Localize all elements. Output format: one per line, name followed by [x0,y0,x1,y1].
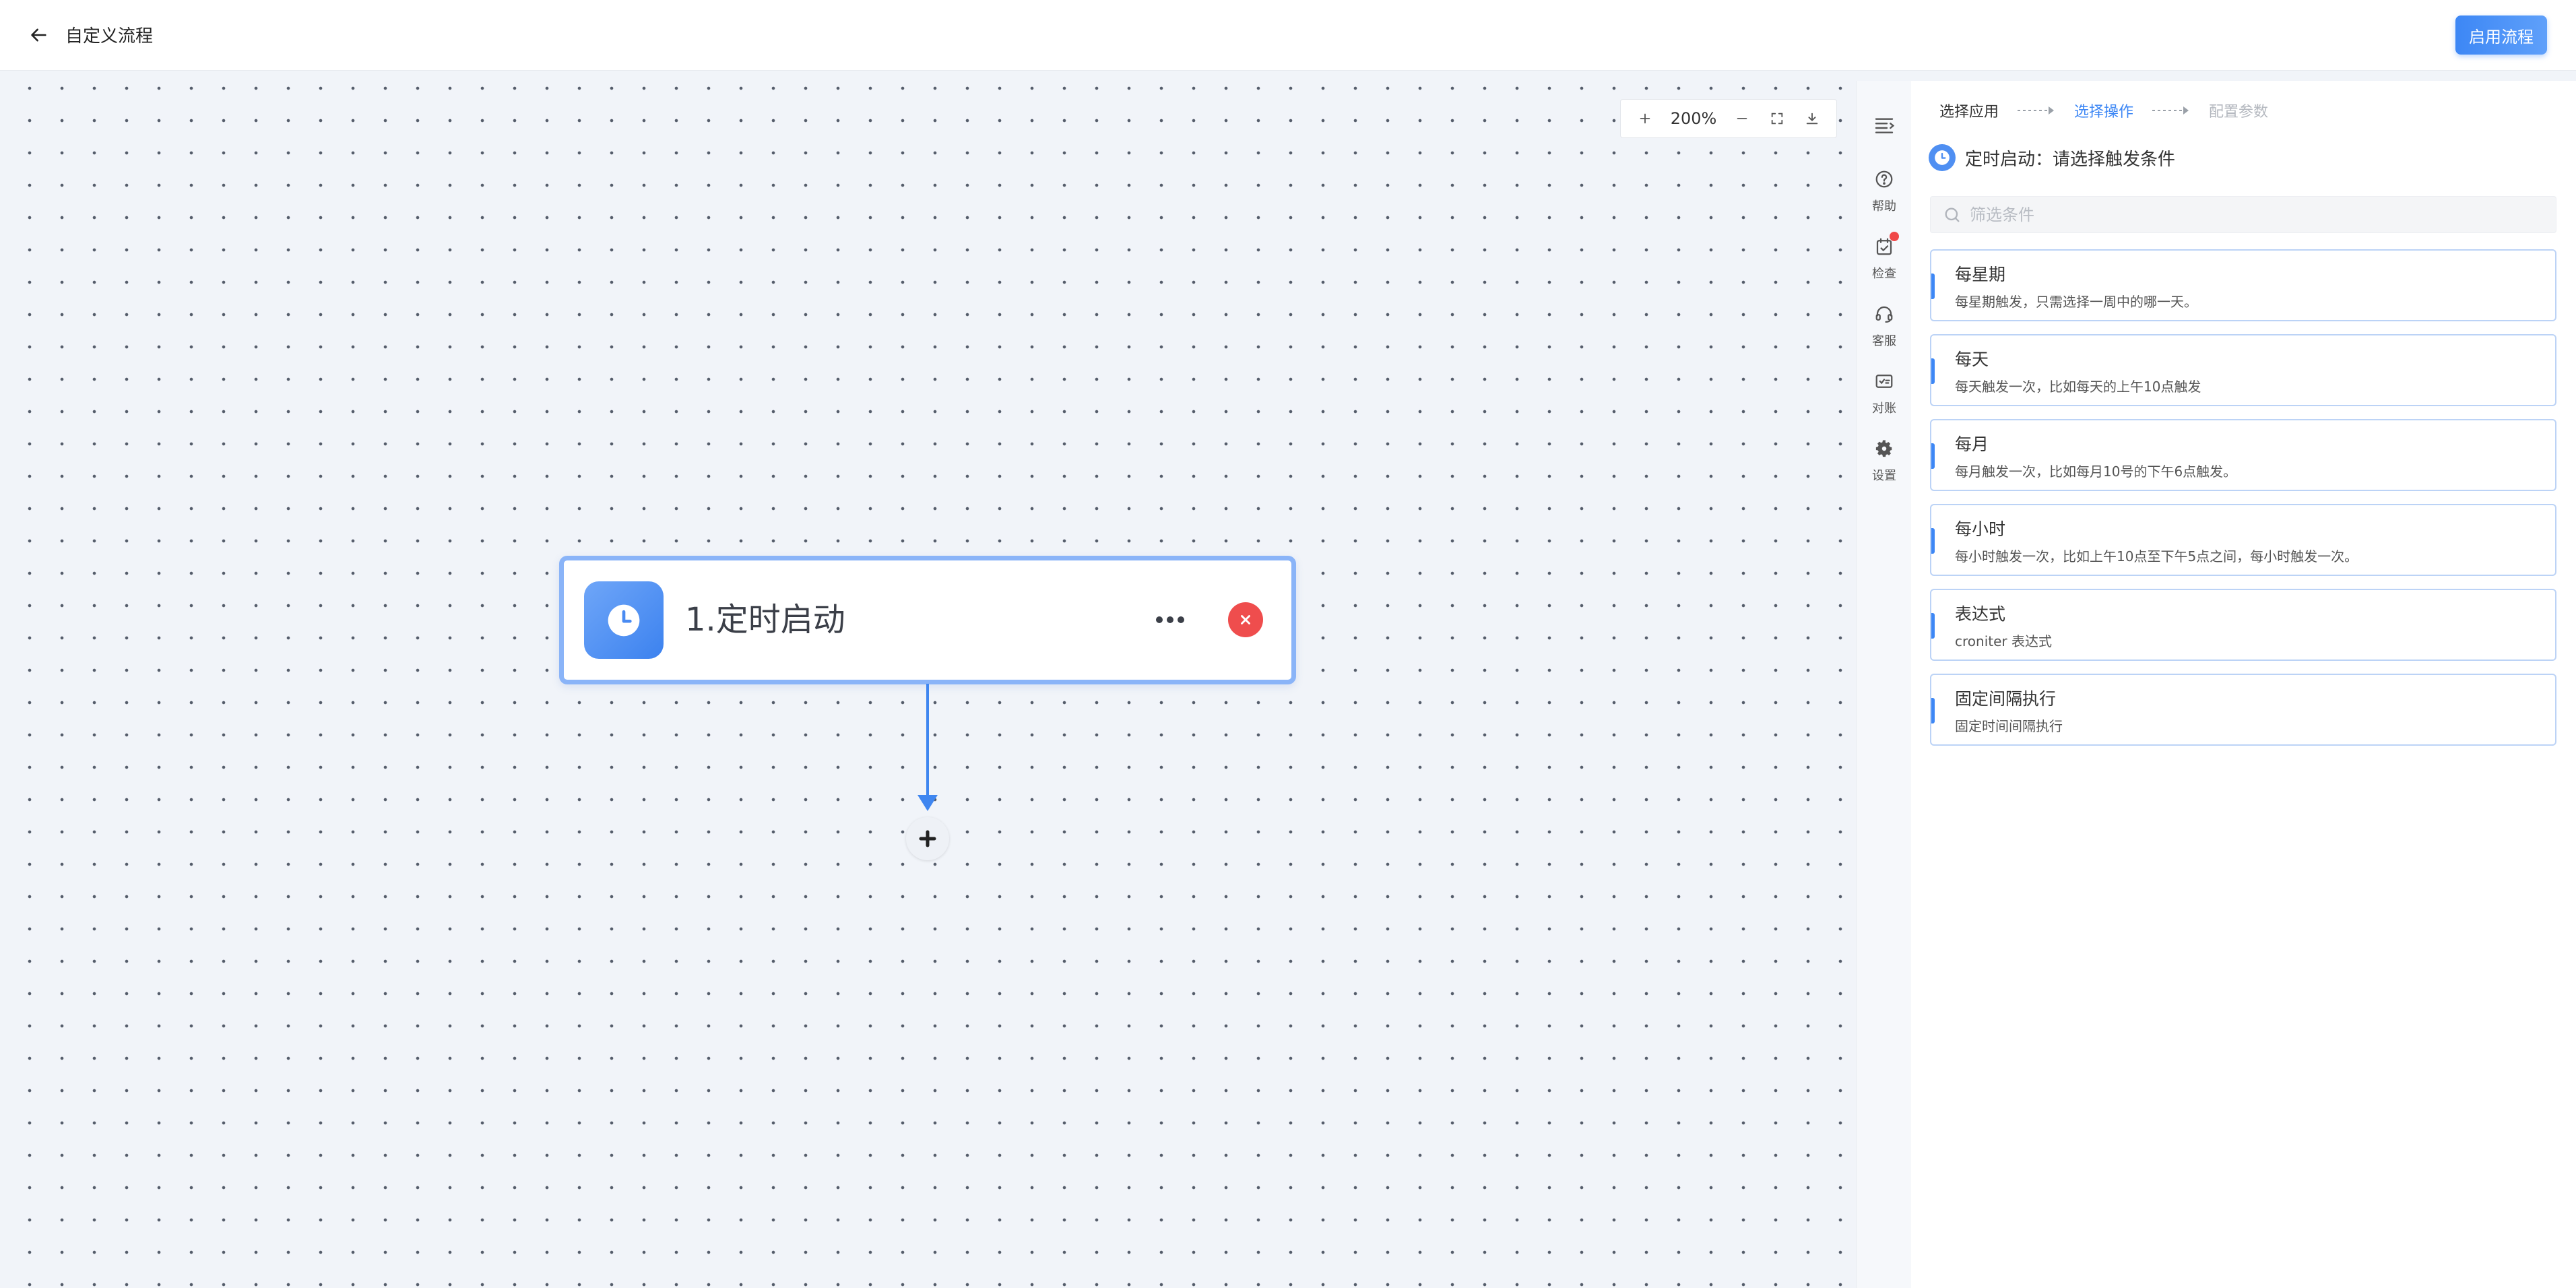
step-select-action[interactable]: 选择操作 [2074,104,2134,121]
arrow-left-icon [31,28,46,42]
enable-flow-button[interactable]: 启用流程 [2455,15,2547,55]
connector-arrow [917,795,938,811]
option-title: 每星期 [1955,265,2006,284]
rail-label-settings: 设置 [1872,469,1896,483]
zoom-out-button[interactable] [1729,105,1756,132]
back-button[interactable] [26,22,53,49]
headset-icon-wrap [1872,302,1896,326]
option-title: 固定间隔执行 [1955,689,2057,709]
node-title: 1.定时启动 [685,601,845,639]
step-select-app[interactable]: 选择应用 [1939,104,1999,121]
option-hourly[interactable]: 每小时 每小时触发一次，比如上午10点至下午5点之间，每小时触发一次。 [1930,504,2556,576]
option-title: 每小时 [1955,519,2006,539]
rail-item-help[interactable]: 帮助 [1857,167,1912,228]
option-expression[interactable]: 表达式 croniter 表达式 [1930,589,2556,661]
check-icon-wrap [1872,232,1899,259]
option-monthly[interactable]: 每月 每月触发一次，比如每月10号的下午6点触发。 [1930,419,2556,491]
gear-icon-wrap [1872,437,1896,461]
option-desc: 固定时间间隔执行 [1955,718,2063,734]
option-desc: 每星期触发，只需选择一周中的哪一天。 [1955,294,2197,310]
connector-line [926,684,929,798]
rail-item-settings[interactable]: 设置 [1857,437,1912,497]
download-button[interactable] [1799,105,1826,132]
help-icon-wrap [1872,167,1896,191]
trigger-header: 定时启动：请选择触发条件 [1929,143,2175,172]
minus-icon [1737,118,1747,119]
rail-label-reconcile: 对账 [1872,401,1896,416]
help-icon [1875,170,1893,188]
plus-icon [919,830,936,847]
option-daily[interactable]: 每天 每天触发一次，比如每天的上午10点触发 [1930,334,2556,406]
option-title: 每天 [1955,350,1989,369]
reconcile-icon [1875,375,1893,388]
step-arrow-icon [2151,104,2191,117]
node-delete-button[interactable] [1228,602,1263,637]
close-icon [1241,615,1250,624]
node-icon-box [584,581,664,659]
step-configure-params: 配置参数 [2209,104,2269,121]
fullscreen-button[interactable] [1764,105,1791,132]
more-horizontal-icon [1156,616,1184,623]
download-icon [1806,112,1818,125]
plus-icon [1640,113,1650,124]
trigger-title: 定时启动：请选择触发条件 [1965,149,2176,170]
side-rail: 帮助 检查 客服 对账 设置 [1856,81,1911,1288]
rail-item-check[interactable]: 检查 [1857,232,1912,295]
page-title: 自定义流程 [65,26,154,46]
filter-search-box [1930,196,2556,233]
option-desc: croniter 表达式 [1955,633,2052,649]
option-weekly[interactable]: 每星期 每星期触发，只需选择一周中的哪一天。 [1930,249,2556,321]
notification-badge [1890,232,1899,241]
zoom-toolbar: 200% [1620,99,1837,138]
filter-search-input[interactable] [1970,205,2549,224]
clock-icon [608,604,640,636]
rail-item-support[interactable]: 客服 [1857,302,1912,362]
zoom-level: 200% [1670,109,1717,128]
option-desc: 每月触发一次，比如每月10号的下午6点触发。 [1955,463,2237,480]
zoom-in-button[interactable] [1632,105,1659,132]
search-icon [1945,207,1960,222]
reconcile-icon-wrap [1872,369,1896,393]
node-more-button[interactable] [1150,606,1190,633]
fullscreen-icon [1771,112,1783,125]
collapse-panel-button[interactable] [1871,112,1898,139]
rail-label-check: 检查 [1872,267,1896,281]
flow-node-timer[interactable]: 1.定时启动 [559,556,1296,684]
check-icon [1876,238,1892,255]
option-desc: 每天触发一次，比如每天的上午10点触发 [1955,379,2201,395]
step-arrow-icon [2016,104,2057,117]
flow-canvas[interactable]: 200% 1.定时启动 [0,71,1856,1288]
option-desc: 每小时触发一次，比如上午10点至下午5点之间，每小时触发一次。 [1955,548,2358,565]
option-title: 每月 [1955,434,1989,454]
headset-icon [1875,306,1893,323]
clock-icon [1929,144,1956,171]
config-panel: 选择应用 选择操作 配置参数 定时启动：请选择触发条件 每星期 每星期触发，只需… [1911,81,2576,1288]
option-title: 表达式 [1955,604,2006,624]
add-node-button[interactable] [906,817,949,860]
top-header: 自定义流程 启用流程 [0,0,2576,71]
rail-label-help: 帮助 [1872,199,1896,214]
rail-item-reconcile[interactable]: 对账 [1857,369,1912,430]
rail-label-support: 客服 [1872,334,1896,348]
gear-icon [1875,440,1892,457]
option-fixed-interval[interactable]: 固定间隔执行 固定时间间隔执行 [1930,674,2556,746]
menu-collapse-icon [1875,118,1895,133]
step-indicator: 选择应用 选择操作 配置参数 [1939,97,2268,124]
